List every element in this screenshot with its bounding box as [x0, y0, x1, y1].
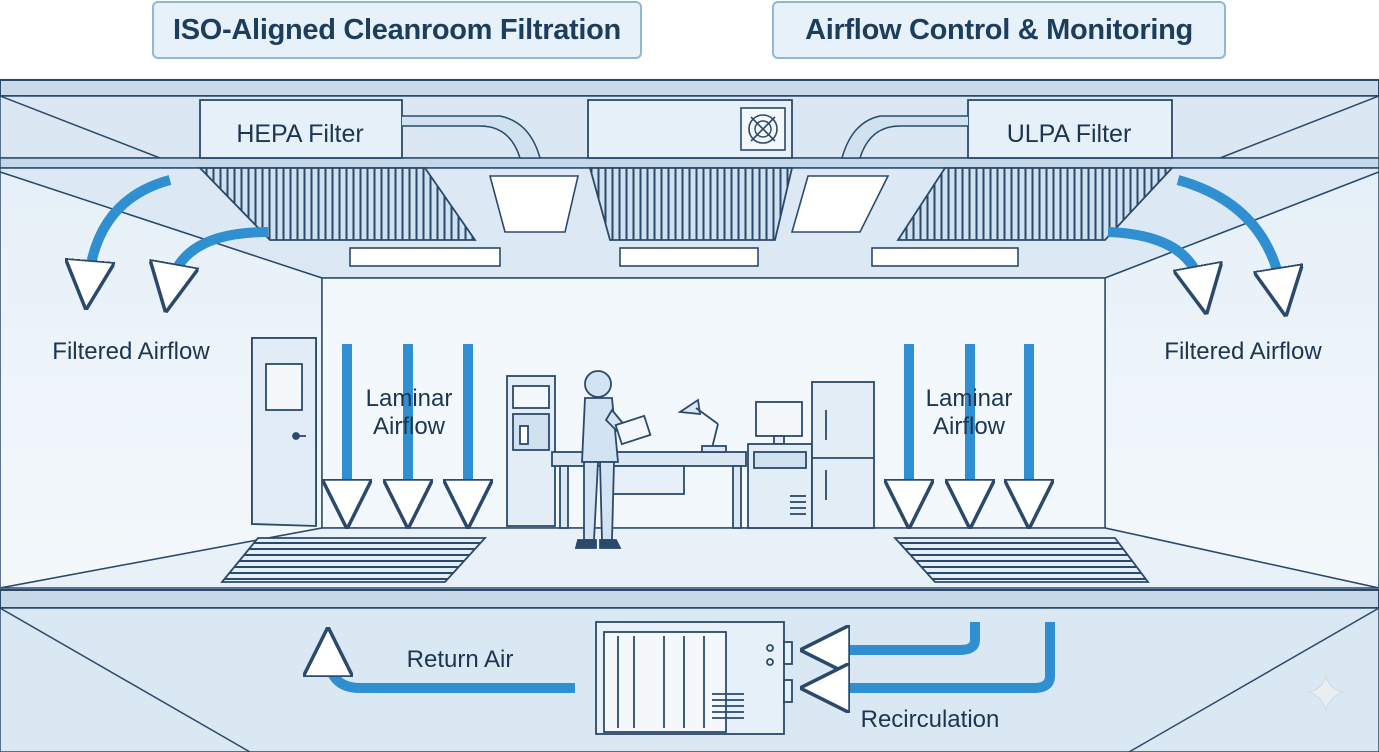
- arrows: [88, 175, 1282, 688]
- laminar-left-label-1: Laminar: [366, 385, 453, 412]
- desk-lamp: [677, 398, 727, 453]
- recirculation-label: Recirculation: [861, 706, 1000, 733]
- door: [251, 337, 317, 527]
- return-air-label: Return Air: [407, 646, 514, 673]
- sparkle-icon: [1307, 674, 1345, 712]
- floor-grate-left: [220, 537, 488, 583]
- filtered-airflow-left-label: Filtered Airflow: [52, 338, 210, 365]
- control-console: [747, 401, 813, 529]
- fan-icon: [740, 107, 786, 151]
- cabinet-right: [811, 381, 875, 529]
- ulpa-filter-label: ULPA Filter: [1007, 120, 1132, 148]
- laminar-right-label-1: Laminar: [926, 385, 1013, 412]
- air-handling-unit: [595, 621, 793, 735]
- hepa-filter-label: HEPA Filter: [236, 120, 363, 148]
- technician: [574, 370, 652, 549]
- floor-grate-right: [892, 537, 1150, 583]
- laminar-right-label-2: Airflow: [933, 413, 1006, 440]
- hepa-filter-housing: [199, 99, 403, 159]
- filtered-airflow-right-label: Filtered Airflow: [1164, 338, 1322, 365]
- banner-cleanroom-filtration: ISO-Aligned Cleanroom Filtration: [152, 1, 642, 59]
- ulpa-filter-housing: [967, 99, 1173, 159]
- banner-airflow-control: Airflow Control & Monitoring: [772, 1, 1226, 59]
- cabinet-left: [506, 375, 556, 527]
- laminar-left-label-2: Airflow: [373, 413, 446, 440]
